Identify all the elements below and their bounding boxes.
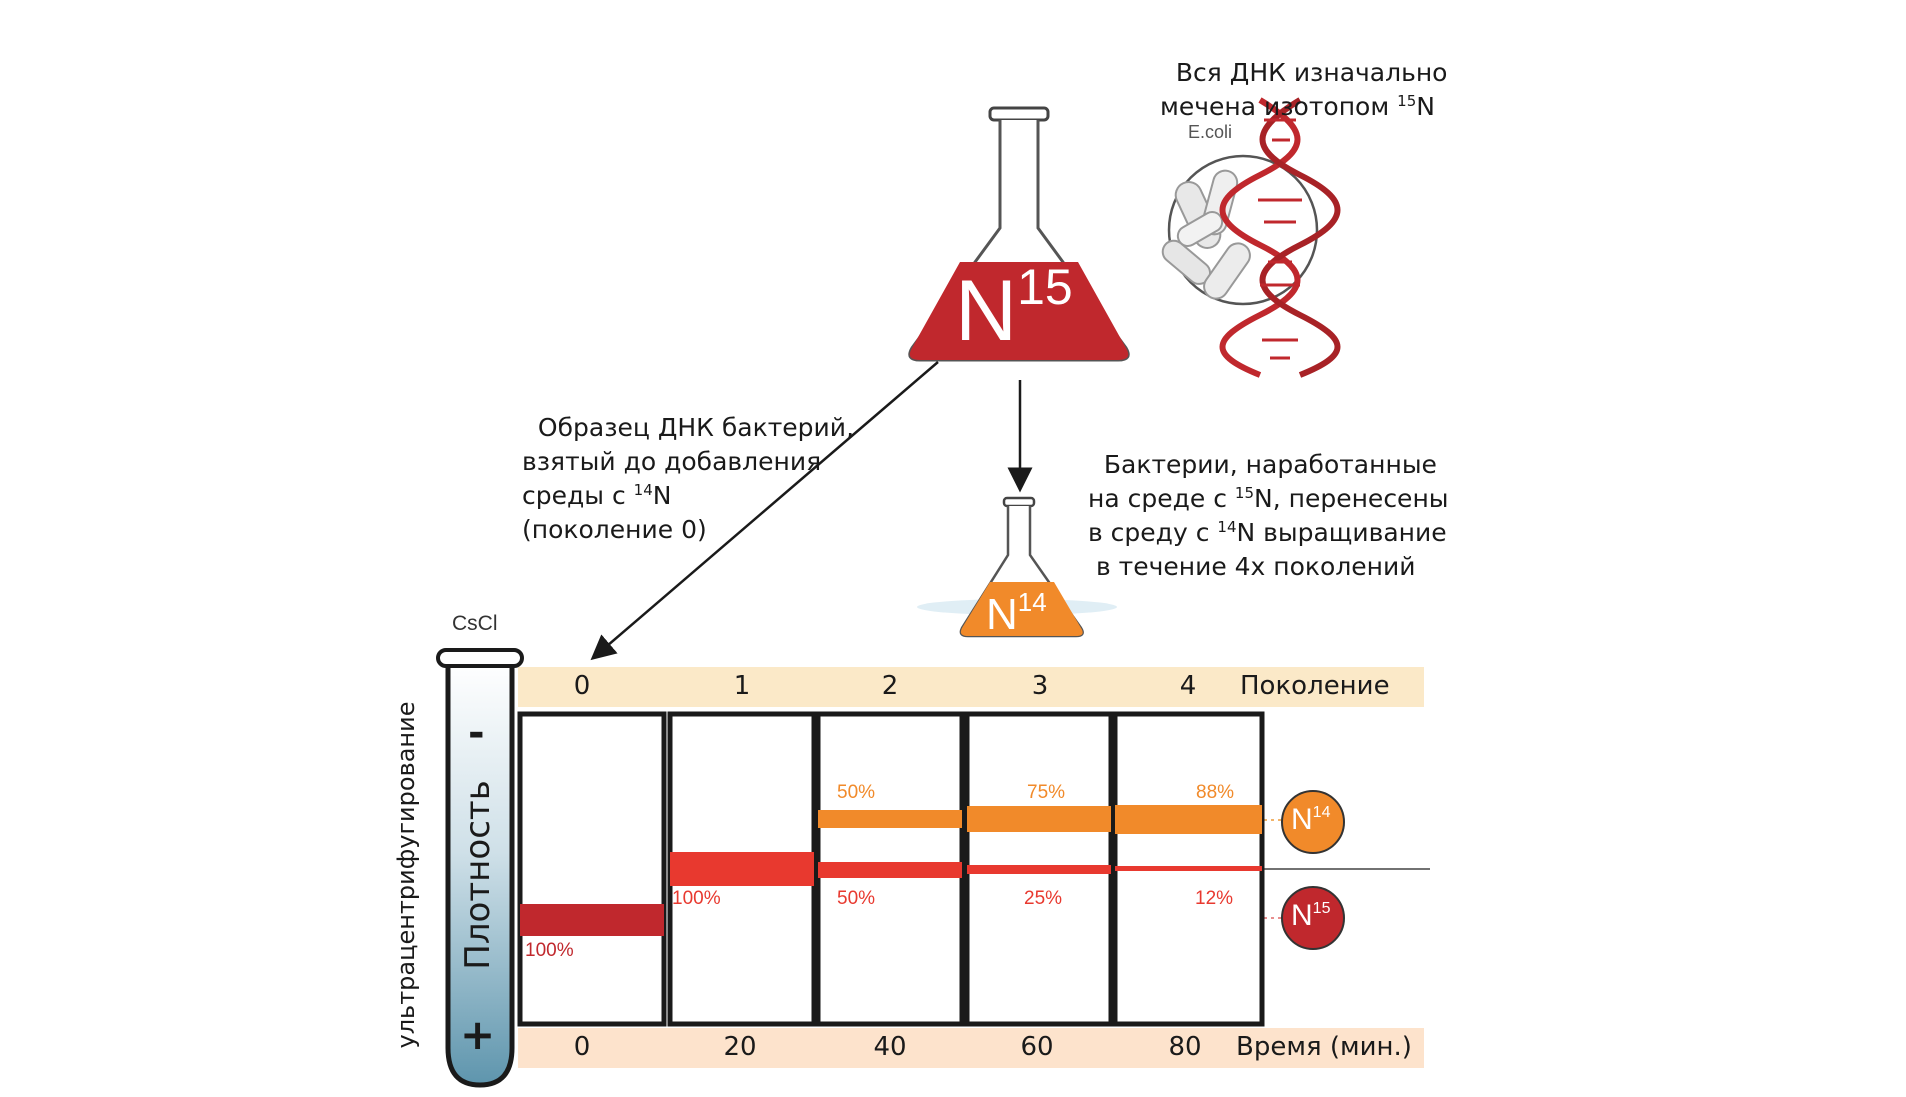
band-gen0-heavy xyxy=(520,904,664,936)
band-gen1-hybrid xyxy=(670,852,814,886)
band-gen3-hybrid xyxy=(967,865,1111,874)
band-gen4-light xyxy=(1115,805,1262,834)
sample-description: Образец ДНК бактерий,взятый до добавлени… xyxy=(522,413,854,544)
n15-marker-circle xyxy=(1281,886,1345,950)
band-gen2-hybrid xyxy=(818,862,962,878)
arrow-to-gen0 xyxy=(590,361,939,661)
cscl-tube xyxy=(436,648,524,1088)
cscl-label: CsCl xyxy=(452,612,498,635)
n14-marker-label: N14 xyxy=(1291,803,1331,836)
time-0: 0 xyxy=(573,1032,591,1062)
ecoli-label: E.coli xyxy=(1188,122,1233,142)
n14-flask-label: N14 xyxy=(986,587,1047,639)
tube-plus: + xyxy=(460,1010,496,1059)
generation-0: 0 xyxy=(573,671,591,701)
generation-1: 1 xyxy=(733,671,751,701)
ultracentrifugation-label: ультрацентрифугирование xyxy=(392,701,420,1049)
time-label: Время (мин.) xyxy=(1236,1032,1412,1062)
pct-gen1-hybrid: 100% xyxy=(672,888,721,909)
n15-flask xyxy=(908,106,1130,362)
time-20: 20 xyxy=(723,1032,757,1062)
band-gen4-hybrid xyxy=(1115,866,1262,871)
pct-gen4-hybrid: 12% xyxy=(1195,888,1234,909)
time-40: 40 xyxy=(873,1032,907,1062)
generation-3: 3 xyxy=(1031,671,1049,701)
time-band xyxy=(518,1028,1424,1068)
density-label: Плотность xyxy=(458,780,498,970)
pct-gen3-light: 75% xyxy=(1027,782,1066,803)
generation-label: Поколение xyxy=(1240,671,1390,701)
generation-band xyxy=(518,667,1424,707)
pct-gen2-hybrid: 50% xyxy=(837,888,876,909)
band-gen2-light xyxy=(818,810,962,828)
pct-gen3-hybrid: 25% xyxy=(1024,888,1063,909)
n14-flask xyxy=(917,496,1117,638)
pct-gen4-light: 88% xyxy=(1196,782,1235,803)
generation-2: 2 xyxy=(881,671,899,701)
generation-4: 4 xyxy=(1179,671,1197,701)
pct-gen0-heavy: 100% xyxy=(525,940,574,961)
time-80: 80 xyxy=(1168,1032,1202,1062)
time-60: 60 xyxy=(1020,1032,1054,1062)
tube-minus: - xyxy=(468,710,485,756)
ecoli-illustration xyxy=(1161,154,1319,306)
band-gen3-light xyxy=(967,806,1111,832)
n14-marker-circle xyxy=(1281,790,1345,854)
dna-helix-icon xyxy=(1219,97,1341,378)
n15-marker-label: N15 xyxy=(1291,899,1331,932)
pct-gen2-light: 50% xyxy=(837,782,876,803)
n15-flask-label: N15 xyxy=(955,259,1073,359)
